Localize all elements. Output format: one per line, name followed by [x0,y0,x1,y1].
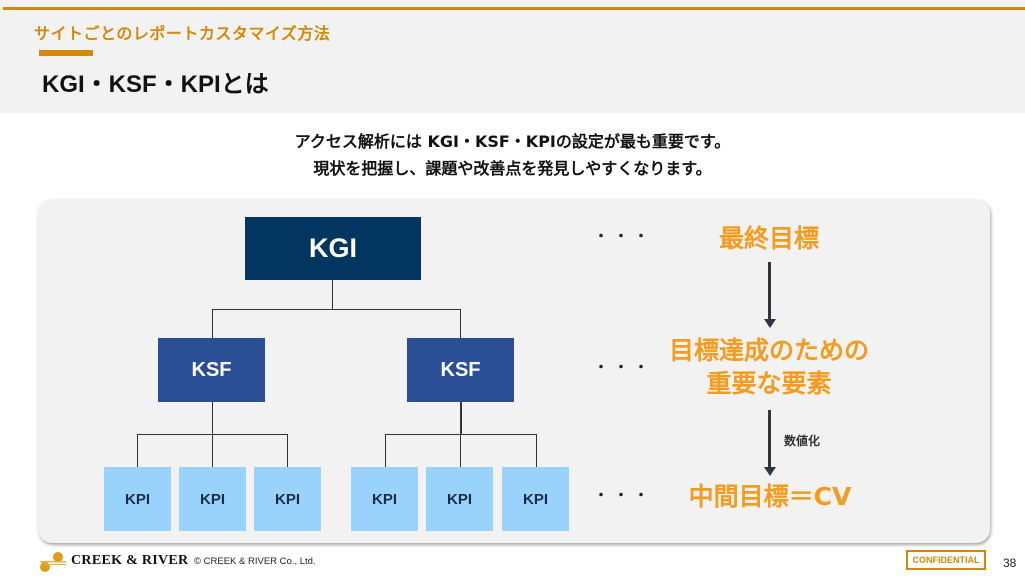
kpi-box: KPI [351,467,418,531]
header-band [0,0,1025,113]
subtitle-accent-bar [39,50,93,56]
quantify-note: 数値化 [784,434,821,448]
arrow-head-icon [764,467,776,476]
ksf-box-right: KSF [407,338,514,402]
page-number: 38 [1003,556,1017,570]
ksf-level-label: 目標達成のための 重要な要素 [640,334,898,400]
ksf-level-label-line-1: 目標達成のための [668,336,869,365]
connector-ksf-right-down [460,309,461,338]
copyright-text: © CREEK & RIVER Co., Ltd. [194,556,316,567]
connector-kpi-right-horizontal [385,434,537,435]
connector-kpi-6 [536,434,537,467]
arrow-down-icon [768,262,771,320]
kgi-box: KGI [245,217,421,280]
connector-ksf-left-stem [212,402,213,434]
arrow-down-icon [768,410,771,468]
connector-kpi-1 [137,434,138,467]
kpi-box: KPI [254,467,321,531]
connector-ksf-horizontal [212,309,461,310]
kpi-box: KPI [502,467,569,531]
intro-text: アクセス解析には KGI・KSF・KPIの設定が最も重要です。 現状を把握し、課… [0,128,1025,182]
kgi-level-label: 最終目標 [718,224,819,253]
company-logo-icon [40,552,66,572]
connector-kpi-5 [460,434,461,467]
kpi-box: KPI [104,467,171,531]
connector-ksf-right-stem [460,402,462,434]
ksf-level-label-line-2: 重要な要素 [706,369,832,398]
confidential-badge: CONFIDENTIAL [906,550,986,570]
section-subtitle: サイトごとのレポートカスタマイズ方法 [34,24,331,43]
page-title: KGI・KSF・KPIとは [42,71,269,98]
connector-kpi-4 [385,434,386,467]
connector-kpi-3 [287,434,288,467]
ellipsis-kgi: ・・・ [594,229,654,245]
intro-line-1: アクセス解析には KGI・KSF・KPIの設定が最も重要です。 [294,132,731,151]
connector-kgi-down [332,280,333,310]
ellipsis-kpi: ・・・ [594,488,654,504]
kpi-box: KPI [426,467,493,531]
kpi-level-label: 中間目標＝CV [688,482,852,511]
ksf-box-left: KSF [158,338,265,402]
connector-ksf-left-down [212,309,213,338]
intro-line-2: 現状を把握し、課題や改善点を発見しやすくなります。 [313,159,712,178]
arrow-head-icon [764,319,776,328]
ellipsis-ksf: ・・・ [594,360,654,376]
kpi-box: KPI [179,467,246,531]
connector-kpi-2 [212,434,213,467]
header-top-rule [3,7,1025,10]
company-brand: CREEK & RIVER [71,553,189,568]
